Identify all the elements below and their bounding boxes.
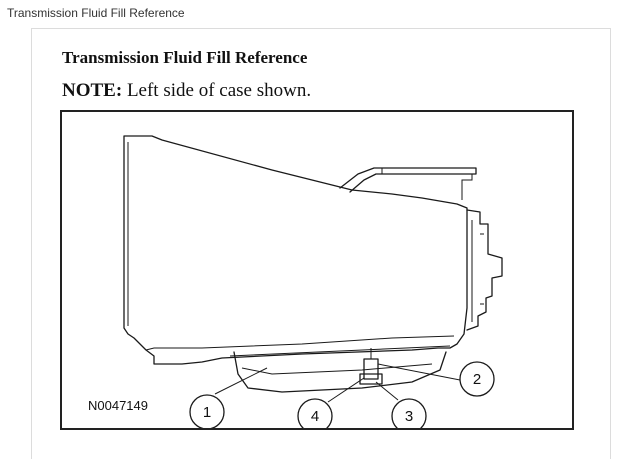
note-label: NOTE: [62,80,123,101]
fill-tube-inner [381,168,473,200]
leader-1 [214,367,268,395]
callout-4-circle [297,398,333,428]
oil-pan [233,351,447,393]
document-title: Transmission Fluid Fill Reference [62,48,308,67]
callout-1-circle [189,394,225,428]
callout-1-label: 1 [203,404,211,421]
oil-pan-rib [241,363,433,375]
leader-4 [327,377,365,403]
callout-2-label: 2 [473,371,481,388]
extension-housing [466,209,503,331]
fill-plug-head [359,373,383,385]
callout-2-circle [459,361,495,397]
oil-pan-flange [229,345,451,357]
fill-tube [339,167,477,193]
transmission-figure: 1 2 3 4 N0047149 [60,110,574,430]
callout-3-label: 3 [405,408,413,425]
page-caption: Transmission Fluid Fill Reference [7,6,185,20]
note-line: NOTE: Left side of case shown. [62,80,311,102]
callout-4-label: 4 [311,408,319,425]
callout-3-circle [391,398,427,428]
leader-3 [375,381,399,401]
case-outline [123,135,468,365]
transmission-drawing: 1 2 3 4 N0047149 [88,135,503,428]
note-text: Left side of case shown. [126,80,312,101]
leader-2 [377,363,461,381]
case-detail-lower [145,335,455,351]
document-panel: Transmission Fluid Fill Reference NOTE: … [31,28,611,459]
extension-detail [471,220,484,322]
figure-code: N0047149 [88,398,148,413]
